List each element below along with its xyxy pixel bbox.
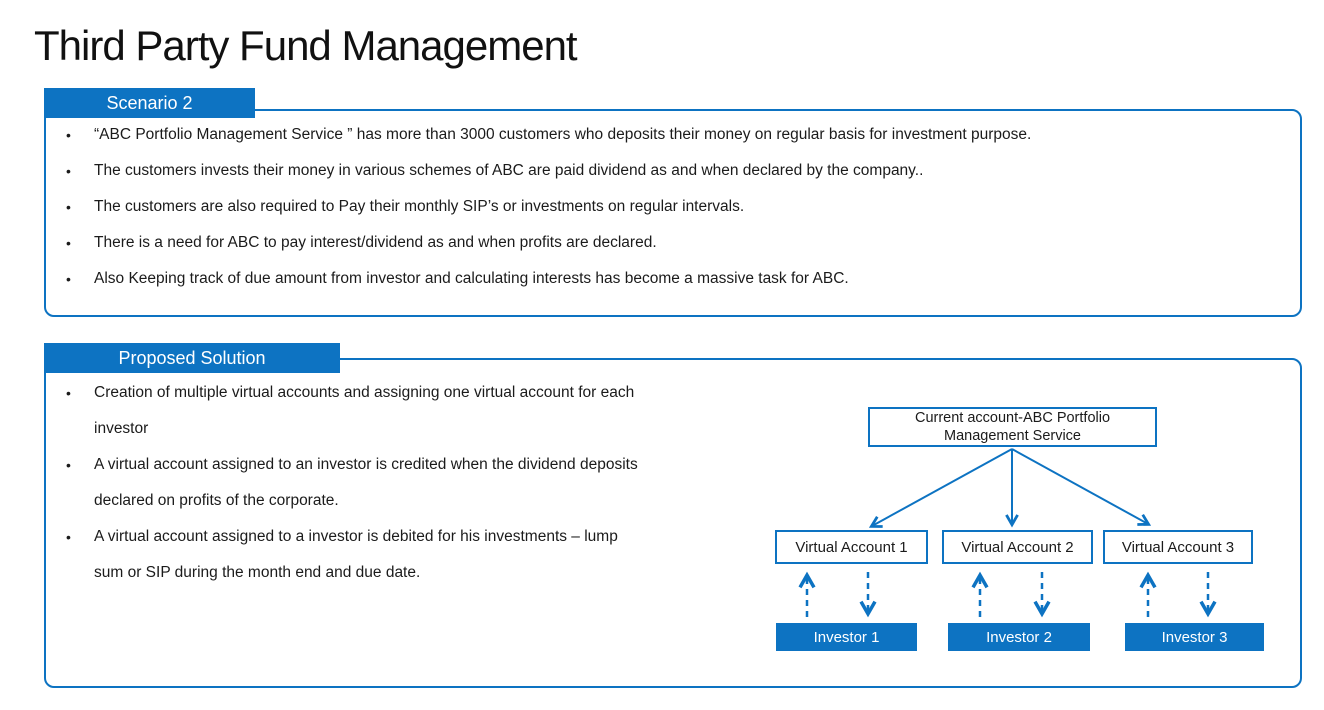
scenario-bullet-4: There is a need for ABC to pay interest/… bbox=[60, 225, 1290, 261]
scenario-bullet-1: “ABC Portfolio Management Service ” has … bbox=[60, 117, 1290, 153]
scenario-header-label: Scenario 2 bbox=[106, 92, 193, 113]
current-account-box: Current account-ABC Portfolio Management… bbox=[868, 407, 1157, 447]
scenario-bullet-list: “ABC Portfolio Management Service ” has … bbox=[60, 117, 1290, 297]
diagram-arrows bbox=[768, 448, 1280, 664]
solution-header-tab: Proposed Solution bbox=[44, 343, 340, 373]
solution-header-label: Proposed Solution bbox=[118, 347, 266, 368]
solution-bullet-1: Creation of multiple virtual accounts an… bbox=[60, 375, 770, 447]
solution-bullet-3: A virtual account assigned to a investor… bbox=[60, 519, 770, 591]
virtual-accounts-diagram: Current account-ABC Portfolio Management… bbox=[768, 398, 1280, 664]
scenario-bullet-5: Also Keeping track of due amount from in… bbox=[60, 261, 1290, 297]
virtual-account-box-2: Virtual Account 2 bbox=[942, 530, 1093, 564]
scenario-bullet-2: The customers invests their money in var… bbox=[60, 153, 1290, 189]
investor-box-2: Investor 2 bbox=[948, 623, 1090, 651]
virtual-account-box-3: Virtual Account 3 bbox=[1103, 530, 1253, 564]
virtual-account-box-1: Virtual Account 1 bbox=[775, 530, 928, 564]
solution-bullet-list: Creation of multiple virtual accounts an… bbox=[60, 375, 770, 591]
page-title: Third Party Fund Management bbox=[34, 22, 578, 69]
scenario-header-tab: Scenario 2 bbox=[44, 88, 255, 118]
investor-box-3: Investor 3 bbox=[1125, 623, 1264, 651]
scenario-bullet-3: The customers are also required to Pay t… bbox=[60, 189, 1290, 225]
investor-box-1: Investor 1 bbox=[776, 623, 917, 651]
arrow-root-to-va1 bbox=[872, 448, 1013, 526]
solution-bullet-2: A virtual account assigned to an investo… bbox=[60, 447, 770, 519]
arrow-root-to-va3 bbox=[1011, 448, 1148, 524]
